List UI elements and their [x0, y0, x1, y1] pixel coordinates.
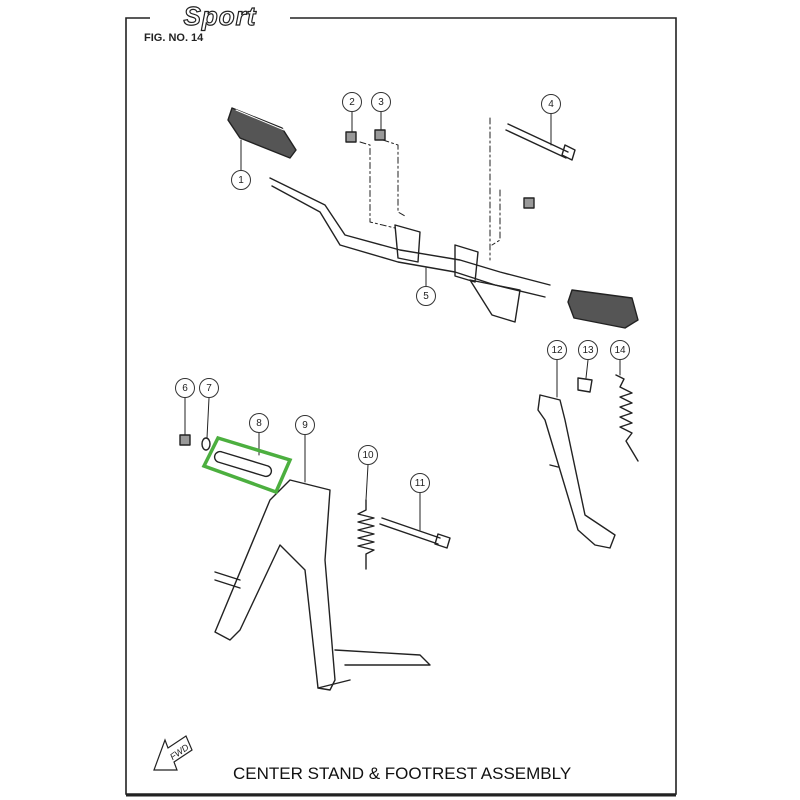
footrest-rubber-left [227, 107, 297, 159]
return-spring [357, 499, 375, 570]
bolt-long [505, 123, 576, 161]
stand-pin [213, 450, 273, 478]
callout-8[interactable]: 8 [249, 413, 269, 433]
callout-2[interactable]: 2 [342, 92, 362, 112]
callout-7[interactable]: 7 [199, 378, 219, 398]
footrest-rubber-right [567, 289, 639, 329]
fwd-arrow-icon: FWD [153, 735, 193, 771]
callout-3[interactable]: 3 [371, 92, 391, 112]
side-stand [537, 394, 616, 549]
callout-6[interactable]: 6 [175, 378, 195, 398]
footrest-bar [269, 177, 551, 298]
callout-1[interactable]: 1 [231, 170, 251, 190]
center-stand [214, 479, 336, 691]
callout-10[interactable]: 10 [358, 445, 378, 465]
callout-13[interactable]: 13 [578, 340, 598, 360]
brand-logo: Sport [158, 1, 282, 31]
callout-11[interactable]: 11 [410, 473, 430, 493]
callout-5[interactable]: 5 [416, 286, 436, 306]
callout-9[interactable]: 9 [295, 415, 315, 435]
callout-14[interactable]: 14 [610, 340, 630, 360]
assembly-title: CENTER STAND & FOOTREST ASSEMBLY [233, 764, 572, 783]
side-stand-spring [615, 374, 639, 462]
figure-number: FIG. NO. 14 [144, 32, 204, 44]
callout-12[interactable]: 12 [547, 340, 567, 360]
highlight-box [201, 435, 293, 495]
callout-4[interactable]: 4 [541, 94, 561, 114]
